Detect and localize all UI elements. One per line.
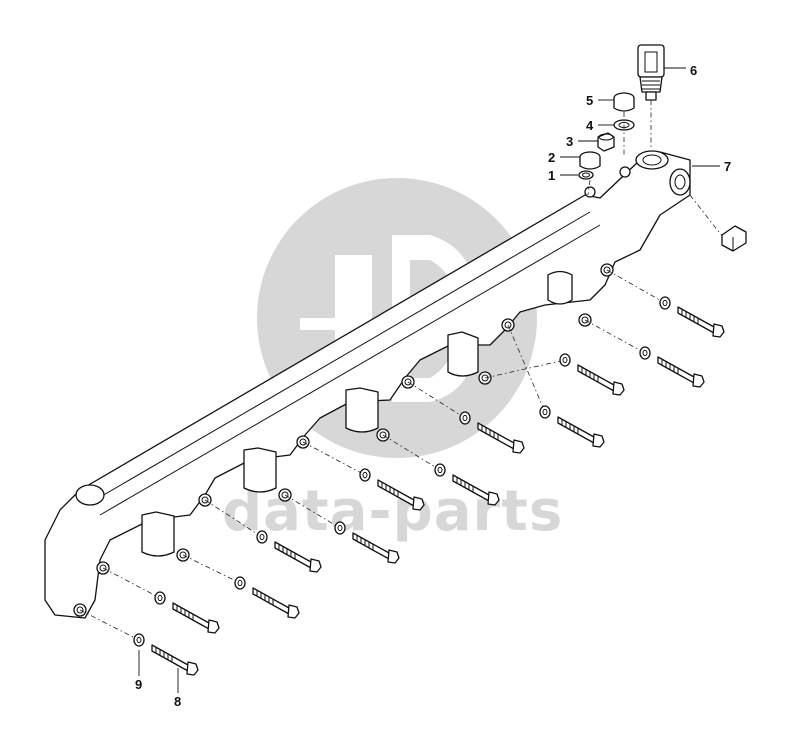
callout-2: 2: [548, 150, 580, 165]
washer: [133, 633, 145, 647]
bolt-assembly: [507, 324, 605, 448]
bolt: [452, 474, 500, 506]
callout-7: 7: [692, 159, 731, 174]
bolt-assembly: [102, 567, 220, 634]
svg-text:5: 5: [586, 93, 593, 108]
fuel-rail: [44, 150, 691, 619]
washer: [434, 463, 446, 477]
svg-text:4: 4: [586, 118, 594, 133]
callout-9: 9: [135, 650, 142, 692]
svg-text:8: 8: [174, 694, 181, 709]
washer: [539, 405, 551, 419]
svg-text:7: 7: [724, 159, 731, 174]
bolt-assembly: [204, 499, 322, 573]
plug-5: [613, 92, 635, 112]
bolt: [352, 532, 400, 564]
mounting-holes: [73, 263, 614, 617]
washer: [234, 576, 246, 590]
washer: [256, 530, 268, 544]
bolt-assembly: [284, 494, 400, 564]
callout-3: 3: [566, 134, 598, 149]
washer: [154, 591, 166, 605]
svg-text:6: 6: [690, 63, 697, 78]
bolt: [274, 541, 322, 573]
bolt-assembly: [584, 319, 705, 388]
bolt-assembly: [182, 554, 300, 619]
callout-1: 1: [548, 168, 578, 183]
pressure-sensor: [637, 44, 665, 101]
bolt-assembly: [382, 434, 500, 506]
cap-nut: [721, 225, 747, 252]
washer: [359, 468, 371, 482]
bolt-assembly: [606, 269, 725, 338]
washer: [659, 296, 671, 310]
bolt: [657, 356, 705, 388]
bolt-assembly: [407, 381, 525, 454]
bolt: [577, 364, 625, 396]
washer: [639, 346, 651, 360]
washer-1: [578, 170, 594, 180]
bolts-group: [79, 269, 725, 676]
plug-2: [579, 151, 601, 170]
callout-8: 8: [174, 668, 181, 709]
bolt-assembly: [302, 441, 425, 511]
bolt: [477, 422, 525, 454]
callout-5: 5: [586, 93, 614, 108]
svg-text:3: 3: [566, 134, 573, 149]
washer: [559, 353, 571, 367]
svg-text:2: 2: [548, 150, 555, 165]
washer: [459, 411, 471, 425]
bolt: [252, 587, 300, 619]
svg-text:1: 1: [548, 168, 555, 183]
callout-6: 6: [664, 63, 697, 78]
bolt: [172, 602, 220, 634]
washer: [334, 521, 346, 535]
plug-3: [597, 132, 615, 152]
bolt: [557, 416, 605, 448]
bolt-assembly: [79, 609, 199, 676]
bolt: [377, 479, 425, 511]
callout-4: 4: [586, 118, 614, 133]
bolt: [151, 644, 199, 676]
svg-text:9: 9: [135, 677, 142, 692]
bolt: [677, 306, 725, 338]
bolt-assembly: [484, 353, 625, 396]
